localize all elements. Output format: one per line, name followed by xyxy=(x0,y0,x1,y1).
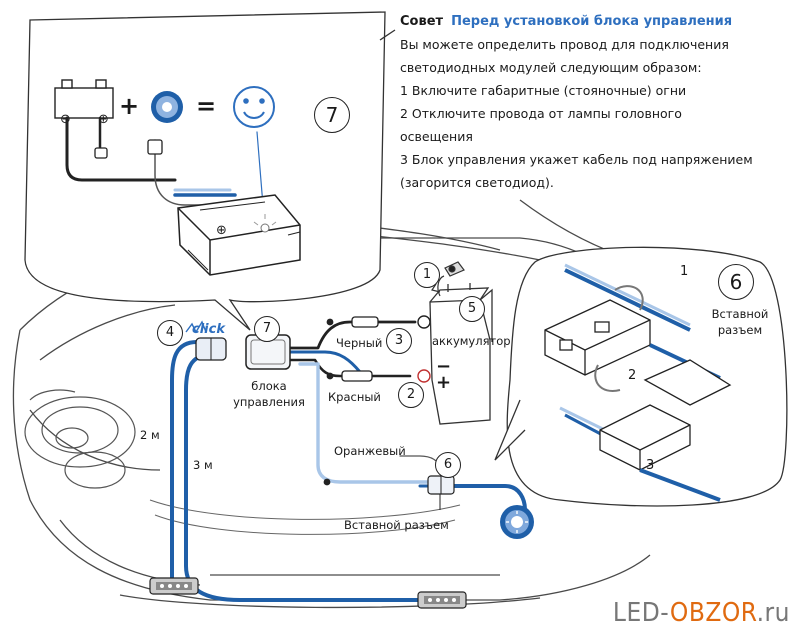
inset-plus-sign: + xyxy=(119,92,140,120)
inset-smiley-icon xyxy=(233,86,275,128)
inset-battery-icon: ⊖ ⊕ xyxy=(54,79,114,127)
battery-minus-sign: − xyxy=(436,356,452,377)
label-plug-connector: Вставной разъем xyxy=(344,518,449,532)
inset-control-unit xyxy=(177,194,301,276)
svg-text:⊖: ⊖ xyxy=(60,112,71,127)
tip-step2-line1: 2 Отключите провода от лампы головного xyxy=(400,106,682,121)
callout-5: 5 xyxy=(459,296,485,322)
brand-watermark: LED-OBZOR.ru xyxy=(613,598,790,628)
tip-step1: 1 Включите габаритные (стояночные) огни xyxy=(400,83,687,98)
tip-step3-line2: (загорится светодиод). xyxy=(400,175,554,190)
click-connector xyxy=(185,320,227,361)
tip-block: Совет Перед установкой блока управления В… xyxy=(400,10,792,194)
wire-terminals xyxy=(323,315,431,486)
tip-step2-line2: освещения xyxy=(400,129,473,144)
tip-title: Перед установкой блока управления xyxy=(451,14,733,29)
callout-2: 2 xyxy=(398,382,424,408)
drl-module-right xyxy=(417,591,467,609)
main-connector-6 xyxy=(427,475,455,510)
tip-intro-line1: Вы можете определить провод для подключе… xyxy=(400,37,729,52)
wire-to-module xyxy=(288,350,362,374)
inset-unit-plus-mark: ⊕ xyxy=(216,223,227,238)
right-inset-connector-bottom xyxy=(559,359,732,502)
label-black-wire: Черный xyxy=(336,336,383,350)
callout-1: 1 xyxy=(414,262,440,288)
wire-black xyxy=(288,320,417,350)
callout-7: 7 xyxy=(254,316,280,342)
control-unit-label-line1: блока xyxy=(251,379,287,393)
control-unit-label: блока управления xyxy=(224,378,314,410)
left-inset-bubble xyxy=(24,11,396,331)
label-orange-wire: Оранжевый xyxy=(334,444,406,458)
inset-terminal xyxy=(94,139,163,159)
inset-right-step-2: 2 xyxy=(628,368,637,383)
inset-bulb-icon xyxy=(151,91,183,123)
inset-right-callout-6: 6 xyxy=(718,264,754,300)
tip-intro-line2: светодиодных модулей следующим образом: xyxy=(400,60,702,75)
wire-red xyxy=(288,358,412,378)
inset-step-number-7: 7 xyxy=(314,97,350,133)
label-cable-2m: 2 м xyxy=(140,428,160,442)
click-label: click xyxy=(192,322,225,337)
svg-text:⊕: ⊕ xyxy=(98,112,109,127)
wire-2m xyxy=(170,340,199,582)
callout-6-main: 6 xyxy=(435,452,461,478)
battery-pole-icon xyxy=(431,261,465,297)
headlight xyxy=(24,389,136,489)
inset-right-label-line1: Вставной xyxy=(711,307,769,321)
wire-connector-out xyxy=(448,484,527,512)
brand-part3: .ru xyxy=(756,598,790,628)
label-battery: аккумулятор xyxy=(432,334,511,348)
inset-led-glow xyxy=(253,214,277,233)
wire-orange xyxy=(298,362,432,484)
led-bulb-main xyxy=(500,505,534,539)
control-unit-label-line2: управления xyxy=(233,395,305,409)
label-cable-3m: 3 м xyxy=(193,458,213,472)
right-inset-connector-top xyxy=(544,263,721,392)
callout-3: 3 xyxy=(386,328,412,354)
label-red-wire: Красный xyxy=(328,390,381,404)
inset-right-step-3: 3 xyxy=(646,458,655,473)
inset-right-label: Вставной разъем xyxy=(700,306,780,338)
inset-right-step-1: 1 xyxy=(680,264,689,279)
tip-prefix: Совет xyxy=(400,14,444,29)
brand-part1: LED- xyxy=(612,598,670,628)
wire-3m xyxy=(184,353,422,602)
drl-module-left xyxy=(149,577,199,595)
inset-right-label-line2: разъем xyxy=(717,323,763,337)
right-inset-bubble xyxy=(494,246,788,507)
brand-part2: OBZOR xyxy=(669,598,757,628)
main-wires xyxy=(170,320,527,602)
inset-equals-sign: = xyxy=(196,92,217,120)
battery-plus-sign: + xyxy=(436,372,452,393)
callout-4: 4 xyxy=(157,320,183,346)
tip-heading: Совет Перед установкой блока управления xyxy=(400,10,792,33)
tip-step3-line1: 3 Блок управления укажет кабель под напр… xyxy=(400,152,753,167)
